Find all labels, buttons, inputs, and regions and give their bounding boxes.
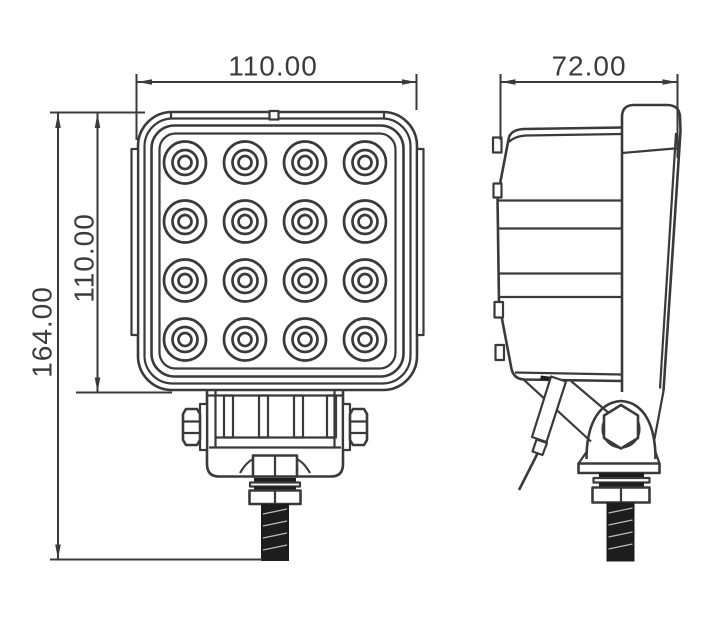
led-lens [222,199,268,244]
led-lens [162,258,208,303]
pivot-bolt-hex [602,403,640,450]
led-lens [222,317,268,362]
dimension-front-width: 110.00 [135,51,418,140]
pivot-knuckle [585,399,657,460]
led-lens [342,140,388,185]
dimension-body-height: 110.00 [50,111,172,394]
led-lens [282,317,328,362]
side-heatsink-fins [498,199,622,299]
side-bracket-arm [620,103,682,392]
side-washer-top [599,473,644,478]
side-top-edge [507,126,623,138]
left-pivot-bolt [181,402,209,452]
led-lens [162,199,208,244]
led-lens [222,258,268,303]
right-side-strip [415,147,425,337]
front-frame-details [130,109,425,337]
led-lens [282,199,328,244]
front-mounting-bracket [181,390,369,478]
power-wire [517,375,568,491]
front-lens-edge [158,132,397,370]
body-height-label: 110.00 [69,213,100,303]
front-width-label: 110.00 [228,51,318,82]
dimension-overall-height: 164.00 [27,113,262,561]
led-lens [282,258,328,303]
led-lens [162,140,208,185]
led-lens [222,140,268,185]
dimension-side-depth: 72.00 [499,51,679,158]
wire-sleeve [530,375,568,444]
led-grid [162,140,388,362]
side-edge-tabs [491,136,506,362]
side-view [491,103,682,562]
right-pivot-bolt [341,402,369,452]
front-view [130,109,425,561]
front-washer-mid [248,481,302,488]
top-center-notch [268,109,280,121]
front-stud-assembly [248,478,302,561]
side-pivot-bracket [522,378,665,475]
front-threaded-stud [261,504,289,561]
dimensions: 110.00 72.00 110.00 164.00 [27,51,679,561]
led-lens [162,317,208,362]
pivot-base-plate [577,462,661,475]
side-stud-assembly [591,473,651,562]
wire-lead [517,451,540,491]
led-lens [342,258,388,303]
front-washer-top [254,478,296,482]
wire-sleeve-tip [531,438,549,457]
side-depth-label: 72.00 [551,51,626,82]
side-lens-edge [496,136,622,383]
front-bezel [150,124,405,378]
led-lens [342,317,388,362]
led-lens [282,140,328,185]
side-washer-mid [592,476,651,484]
side-body [491,103,682,392]
left-side-strip [130,147,140,337]
bracket-fins [222,394,338,439]
side-washer-bottom [599,482,644,488]
led-lens [342,199,388,244]
overall-height-label: 164.00 [27,286,58,378]
front-washer-bottom [254,486,296,491]
